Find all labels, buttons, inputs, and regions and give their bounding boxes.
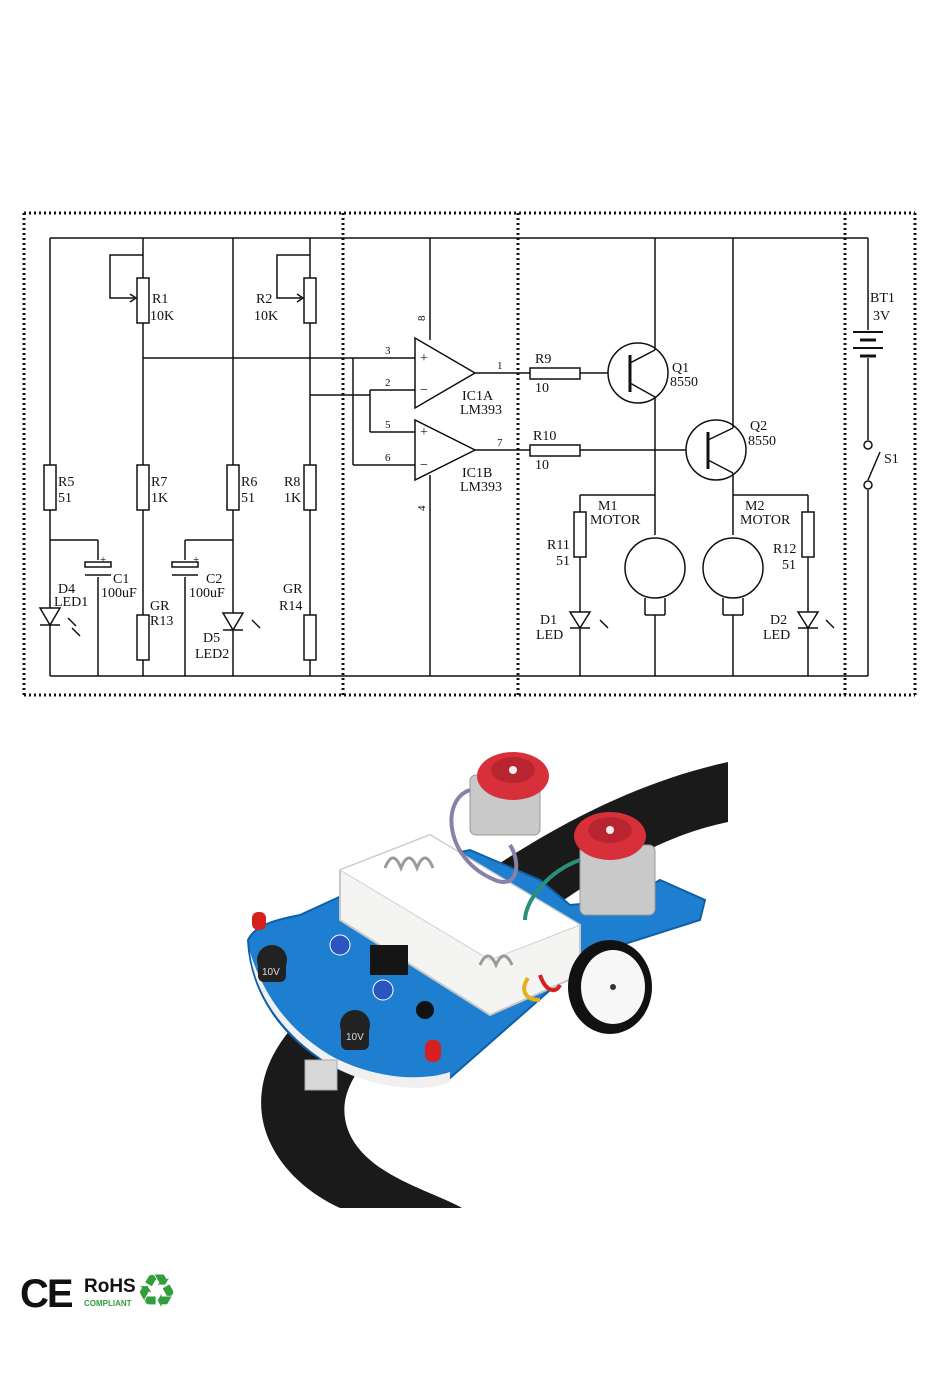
pcb-text-front: 10V [346,1032,364,1043]
ic-chip [370,945,408,975]
rohs-compliant-text: COMPLIANT [84,1299,132,1308]
trimmer-pot-2 [373,980,393,1000]
recycle-icon: ♻ [136,1268,177,1314]
motor-right [574,812,655,915]
trimmer-pot-1 [330,935,350,955]
motor-left [470,752,549,835]
certification-logos: CE RoHS COMPLIANT ♻ [18,1270,218,1320]
wheel [568,940,652,1034]
red-led-left [252,912,266,930]
rohs-logo: RoHS [84,1276,136,1298]
ce-mark: CE [20,1272,72,1317]
line-follower-robot-photo: 10V 10V [0,0,950,1260]
sensor-leds [305,1060,337,1090]
transistor-photo [416,1001,434,1019]
red-led-front [425,1040,441,1062]
pcb-text-left: 10V [262,967,280,978]
